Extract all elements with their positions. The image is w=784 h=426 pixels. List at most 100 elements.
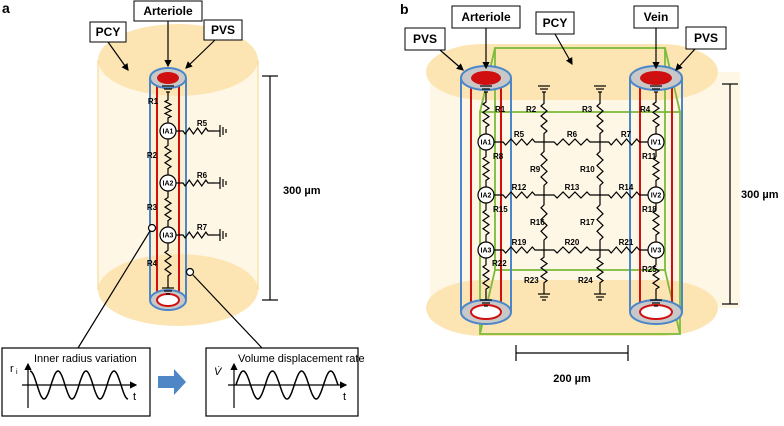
resistor-r16 — [540, 195, 548, 250]
label-pcy-a: PCY — [89, 21, 129, 71]
callouts-a — [77, 223, 263, 349]
resistor-r3 — [163, 191, 173, 227]
resistor-r17 — [596, 195, 604, 250]
resistor-r4 — [651, 95, 661, 134]
resistor-label-r8: R8 — [493, 152, 504, 161]
resistor-r5 — [176, 126, 215, 136]
plot-left-xlabel: t — [133, 391, 136, 403]
pcy-box-b — [479, 47, 681, 335]
resistor-label-r5: R5 — [197, 119, 208, 128]
plot-right-xlabel: t — [343, 391, 346, 403]
width-scale-b — [515, 345, 629, 361]
resistor-r13 — [544, 191, 600, 199]
plot-left-ylabel: r — [10, 363, 14, 375]
panel-b: b — [400, 1, 779, 385]
plot-left-title: Inner radius variation — [34, 353, 137, 365]
plot-volume-displacement: Volume displacement rate V̇ t — [205, 347, 365, 417]
resistor-label-r7: R7 — [197, 223, 208, 232]
resistor-label-r2: R2 — [526, 105, 537, 114]
ground-symbol — [594, 293, 606, 301]
resistor-label-r6: R6 — [567, 130, 578, 139]
resistor-r2 — [163, 139, 173, 175]
resistor-r1 — [481, 95, 491, 134]
plot-inner-radius: Inner radius variation r i t — [1, 347, 151, 417]
panel-b-letter: b — [400, 1, 409, 17]
resistor-label-r2: R2 — [147, 151, 158, 160]
resistor-r8 — [481, 150, 491, 187]
resistor-r14 — [600, 191, 648, 199]
label-arteriole-b: Arteriole — [451, 5, 521, 70]
label-pvs-left-b: PVS — [404, 27, 464, 71]
resistor-label-r16: R16 — [530, 218, 545, 227]
resistor-r3 — [596, 95, 604, 142]
resistor-label-r1: R1 — [148, 97, 159, 106]
svg-text:PCY: PCY — [543, 16, 568, 30]
height-scale-b — [722, 83, 738, 305]
width-label-b: 200 µm — [553, 373, 591, 385]
plot-right-title: Volume displacement rate — [238, 353, 365, 365]
resistor-label-r6: R6 — [197, 171, 208, 180]
height-label-b: 300 µm — [741, 189, 779, 201]
resistor-label-r21: R21 — [619, 238, 634, 247]
resistor-r23 — [539, 250, 549, 290]
resistor-label-r5: R5 — [514, 130, 525, 139]
resistor-r7 — [600, 138, 648, 146]
label-pvs-right-b: PVS — [675, 26, 727, 71]
resistor-label-r19: R19 — [512, 238, 527, 247]
plot-left-ysub: i — [16, 369, 18, 376]
resistor-label-r20: R20 — [565, 238, 580, 247]
resistor-label-r9: R9 — [530, 165, 541, 174]
current-source-label-ia3: IA3 — [481, 248, 492, 255]
resistor-label-r22: R22 — [492, 259, 507, 268]
height-scale-a — [262, 75, 278, 301]
resistor-r15 — [481, 203, 491, 242]
resistor-r12 — [494, 191, 544, 199]
label-pcy-b: PCY — [535, 11, 575, 66]
label-vein-b: Vein — [633, 5, 679, 70]
label-arteriole-a: Arteriole — [133, 0, 203, 68]
resistor-label-r12: R12 — [512, 183, 527, 192]
resistor-r10 — [596, 142, 604, 195]
svg-text:Vein: Vein — [644, 10, 669, 24]
svg-text:PVS: PVS — [694, 31, 718, 45]
resistor-r1 — [163, 95, 173, 123]
current-source-label-iv3: IV3 — [651, 248, 662, 255]
resistor-r22 — [481, 258, 491, 296]
label-pvs-a: PVS — [185, 19, 243, 69]
resistor-label-r13: R13 — [565, 183, 580, 192]
resistor-r20 — [544, 246, 600, 254]
panel-a-letter: a — [2, 0, 10, 16]
resistor-label-r17: R17 — [580, 218, 595, 227]
ground-symbol — [219, 229, 227, 241]
resistor-label-r24: R24 — [578, 276, 593, 285]
current-source-label-iv2: IV2 — [651, 193, 662, 200]
resistor-r11 — [651, 150, 661, 187]
height-label-a: 300 µm — [283, 185, 321, 197]
resistor-label-r1: R1 — [495, 105, 506, 114]
ground-symbol — [219, 177, 227, 189]
current-source-label-ia1: IA1 — [481, 140, 492, 147]
right-arrow-icon — [158, 369, 186, 395]
resistor-r25 — [651, 258, 661, 296]
resistor-r9 — [540, 142, 548, 195]
current-source-label-ia2: IA2 — [163, 181, 174, 188]
resistor-label-r25: R25 — [642, 265, 657, 274]
resistor-r2 — [540, 95, 548, 142]
resistor-r24 — [595, 250, 605, 290]
resistor-r7 — [176, 230, 215, 240]
resistor-label-r4: R4 — [640, 105, 651, 114]
current-source-label-ia3: IA3 — [163, 233, 174, 240]
plot-right-ylabel: V̇ — [214, 365, 223, 378]
resistor-label-r4: R4 — [147, 259, 158, 268]
ground-symbol — [650, 299, 662, 307]
resistor-label-r18: R18 — [642, 205, 657, 214]
resistor-label-r3: R3 — [147, 203, 158, 212]
resistor-r6 — [176, 178, 215, 188]
resistor-label-r11: R11 — [642, 152, 657, 161]
resistor-r21 — [600, 246, 648, 254]
ground-symbol — [480, 299, 492, 307]
